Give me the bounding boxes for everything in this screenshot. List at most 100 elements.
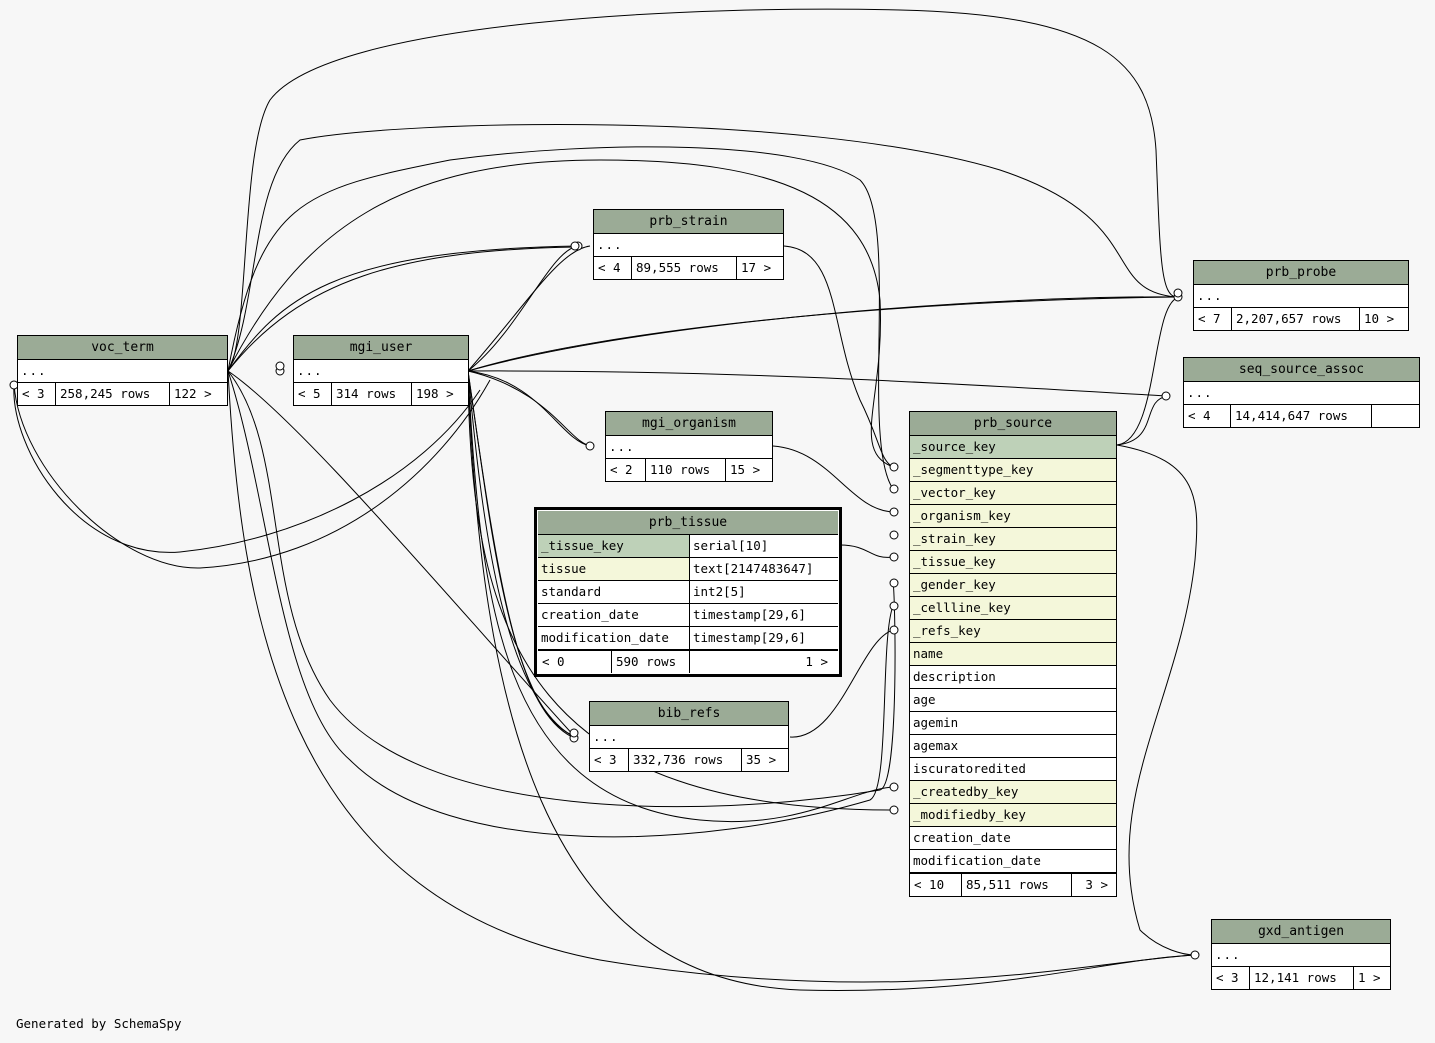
table-title[interactable]: bib_refs [590, 702, 788, 726]
row-count: 590 rows [612, 651, 690, 673]
column-type: text[2147483647] [690, 558, 838, 580]
columns-collapsed: ... [18, 360, 227, 383]
table-footer: < 3 258,245 rows 122 > [18, 383, 227, 405]
column-row[interactable]: modification_date [910, 850, 1116, 873]
next-relations-link[interactable]: 122 > [174, 386, 212, 401]
table-prb-source[interactable]: prb_source _source_key _segmenttype_key … [909, 411, 1117, 897]
column-row[interactable]: creation_date timestamp[29,6] [538, 604, 838, 627]
table-bib-refs[interactable]: bib_refs ... < 3 332,736 rows 35 > [589, 701, 789, 772]
table-title[interactable]: prb_tissue [538, 511, 838, 535]
next-relations-link[interactable]: 10 > [1364, 311, 1395, 326]
more-columns-indicator: ... [609, 439, 635, 454]
column-name: tissue [538, 558, 690, 580]
table-prb-strain[interactable]: prb_strain ... < 4 89,555 rows 17 > [593, 209, 784, 280]
table-title[interactable]: voc_term [18, 336, 227, 360]
column-row[interactable]: _tissue_key [910, 551, 1116, 574]
columns-collapsed: ... [1212, 944, 1390, 967]
prev-relations-link[interactable]: < 2 [606, 459, 646, 481]
column-row[interactable]: _source_key [910, 436, 1116, 459]
row-count: 258,245 rows [56, 383, 170, 405]
next-relations-link[interactable]: 35 > [746, 752, 777, 767]
table-prb-tissue[interactable]: prb_tissue _tissue_key serial[10] tissue… [534, 507, 842, 677]
table-title[interactable]: mgi_organism [606, 412, 772, 436]
prev-relations-link[interactable]: < 7 [1194, 308, 1232, 330]
column-row[interactable]: _refs_key [910, 620, 1116, 643]
table-prb-probe[interactable]: prb_probe ... < 7 2,207,657 rows 10 > [1193, 260, 1409, 331]
row-count: 14,414,647 rows [1231, 405, 1372, 427]
column-type: serial[10] [690, 535, 838, 557]
table-mgi-organism[interactable]: mgi_organism ... < 2 110 rows 15 > [605, 411, 773, 482]
next-relations-link[interactable] [1372, 405, 1419, 427]
next-relations-link[interactable]: 198 > [416, 386, 454, 401]
column-row[interactable]: _gender_key [910, 574, 1116, 597]
column-row[interactable]: description [910, 666, 1116, 689]
next-relations-link[interactable]: 17 > [741, 260, 772, 275]
table-voc-term[interactable]: voc_term ... < 3 258,245 rows 122 > [17, 335, 228, 406]
column-row[interactable]: _modifiedby_key [910, 804, 1116, 827]
table-footer: < 4 14,414,647 rows [1184, 405, 1419, 427]
row-count: 85,511 rows [962, 874, 1072, 896]
table-footer: < 4 89,555 rows 17 > [594, 257, 783, 279]
more-columns-indicator: ... [1215, 947, 1241, 962]
table-footer: < 7 2,207,657 rows 10 > [1194, 308, 1408, 330]
column-type: int2[5] [693, 584, 746, 599]
prev-relations-link[interactable]: < 3 [590, 749, 629, 771]
column-row[interactable]: _vector_key [910, 482, 1116, 505]
column-name: modification_date [538, 627, 690, 649]
more-columns-indicator: ... [593, 729, 619, 744]
prev-relations-link[interactable]: < 4 [594, 257, 632, 279]
more-columns-indicator: ... [1197, 288, 1223, 303]
more-columns-indicator: ... [297, 363, 323, 378]
more-columns-indicator: ... [1187, 385, 1213, 400]
prev-relations-link[interactable]: < 10 [910, 874, 962, 896]
column-row[interactable]: tissue text[2147483647] [538, 558, 838, 581]
table-title[interactable]: mgi_user [294, 336, 468, 360]
generated-by-note: Generated by SchemaSpy [16, 1016, 182, 1031]
column-row[interactable]: _cellline_key [910, 597, 1116, 620]
table-footer: < 10 85,511 rows 3 > [910, 873, 1116, 896]
table-title[interactable]: prb_strain [594, 210, 783, 234]
table-footer: < 3 332,736 rows 35 > [590, 749, 788, 771]
columns-collapsed: ... [590, 726, 788, 749]
column-row[interactable]: iscuratoredited [910, 758, 1116, 781]
table-title[interactable]: seq_source_assoc [1184, 358, 1419, 382]
column-row[interactable]: agemax [910, 735, 1116, 758]
column-row[interactable]: _strain_key [910, 528, 1116, 551]
prev-relations-link[interactable]: < 4 [1184, 405, 1231, 427]
table-title[interactable]: prb_probe [1194, 261, 1408, 285]
row-count: 89,555 rows [632, 257, 737, 279]
prev-relations-link[interactable]: < 0 [538, 651, 612, 673]
more-columns-indicator: ... [597, 237, 623, 252]
columns-collapsed: ... [1184, 382, 1419, 405]
prev-relations-link[interactable]: < 3 [1212, 967, 1250, 989]
next-relations-link[interactable]: 1 > [805, 654, 828, 669]
column-row[interactable]: _tissue_key serial[10] [538, 535, 838, 558]
columns-collapsed: ... [594, 234, 783, 257]
column-name: creation_date [538, 604, 690, 626]
table-gxd-antigen[interactable]: gxd_antigen ... < 3 12,141 rows 1 > [1211, 919, 1391, 990]
table-footer: < 2 110 rows 15 > [606, 459, 772, 481]
column-name: _tissue_key [538, 535, 690, 557]
column-row[interactable]: agemin [910, 712, 1116, 735]
table-footer: < 0 590 rows 1 > [538, 650, 838, 673]
table-title[interactable]: gxd_antigen [1212, 920, 1390, 944]
next-relations-link[interactable]: 1 > [1358, 970, 1381, 985]
table-footer: < 3 12,141 rows 1 > [1212, 967, 1390, 989]
row-count: 110 rows [646, 459, 726, 481]
prev-relations-link[interactable]: < 3 [18, 383, 56, 405]
table-seq-source-assoc[interactable]: seq_source_assoc ... < 4 14,414,647 rows [1183, 357, 1420, 428]
column-row[interactable]: name [910, 643, 1116, 666]
column-row[interactable]: modification_date timestamp[29,6] [538, 627, 838, 650]
table-mgi-user[interactable]: mgi_user ... < 5 314 rows 198 > [293, 335, 469, 406]
row-count: 12,141 rows [1250, 967, 1354, 989]
column-row[interactable]: standard int2[5] [538, 581, 838, 604]
prev-relations-link[interactable]: < 5 [294, 383, 332, 405]
table-title[interactable]: prb_source [910, 412, 1116, 436]
next-relations-link[interactable]: 15 > [730, 462, 761, 477]
column-row[interactable]: age [910, 689, 1116, 712]
column-row[interactable]: _createdby_key [910, 781, 1116, 804]
next-relations-link[interactable]: 3 > [1085, 877, 1108, 892]
column-row[interactable]: _organism_key [910, 505, 1116, 528]
column-row[interactable]: _segmenttype_key [910, 459, 1116, 482]
column-row[interactable]: creation_date [910, 827, 1116, 850]
